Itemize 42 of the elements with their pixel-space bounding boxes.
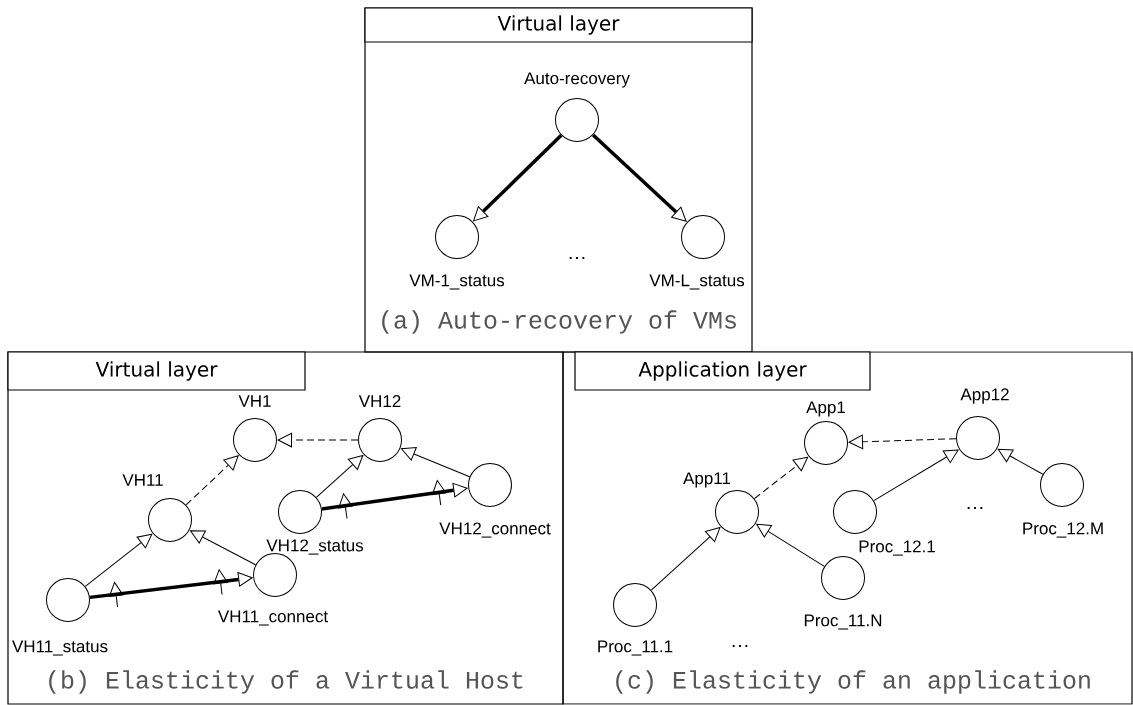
arrow	[753, 456, 809, 500]
node-label: VM-L_status	[649, 274, 745, 290]
node-label: VH1	[238, 395, 271, 407]
arrow	[997, 448, 1044, 475]
arrow	[185, 455, 239, 506]
node-label: App12	[960, 388, 1009, 404]
arrow	[756, 523, 825, 567]
node-label: Proc_11.N	[804, 614, 882, 630]
node-label: Proc_11.1	[598, 640, 673, 656]
node-label: VH12_connect	[439, 522, 551, 538]
node-label: Proc_12.M	[1023, 522, 1103, 538]
arrow	[873, 449, 959, 502]
layer-header: Virtual layer	[7, 351, 306, 391]
arrow	[321, 480, 468, 519]
arrow	[400, 447, 471, 478]
arrow	[84, 533, 153, 587]
node-label: VH12_status	[266, 539, 364, 555]
layer-header: Application layer	[574, 351, 871, 391]
node-label: VH11_connect	[217, 610, 328, 626]
arrow	[848, 434, 957, 450]
node-label: VM-1_status	[409, 274, 505, 290]
ellipsis: …	[967, 506, 983, 510]
arrow	[650, 527, 721, 591]
arrow	[89, 569, 253, 608]
node-label: VH11	[122, 474, 163, 486]
arrow	[591, 133, 687, 222]
node-label: App1	[806, 401, 845, 417]
node-label: App11	[683, 472, 731, 488]
arrow	[190, 530, 256, 566]
ellipsis: …	[732, 644, 748, 648]
node-label: Auto-recovery	[524, 72, 630, 88]
panel-caption: (b) Elasticity of a Virtual Host	[49, 670, 523, 694]
panel-caption: (a) Auto-recovery of VMs	[382, 310, 736, 334]
arrow	[315, 454, 364, 498]
node-label: VH11_status	[12, 640, 108, 656]
panel-caption: (c) Elasticity of an application	[616, 670, 1090, 694]
ellipsis: …	[569, 256, 585, 260]
arrow	[277, 432, 359, 448]
layer-header: Virtual layer	[364, 7, 753, 43]
node-label: VH12	[358, 395, 401, 407]
arrow	[473, 134, 563, 222]
node-label: Proc_12.1	[859, 540, 935, 556]
